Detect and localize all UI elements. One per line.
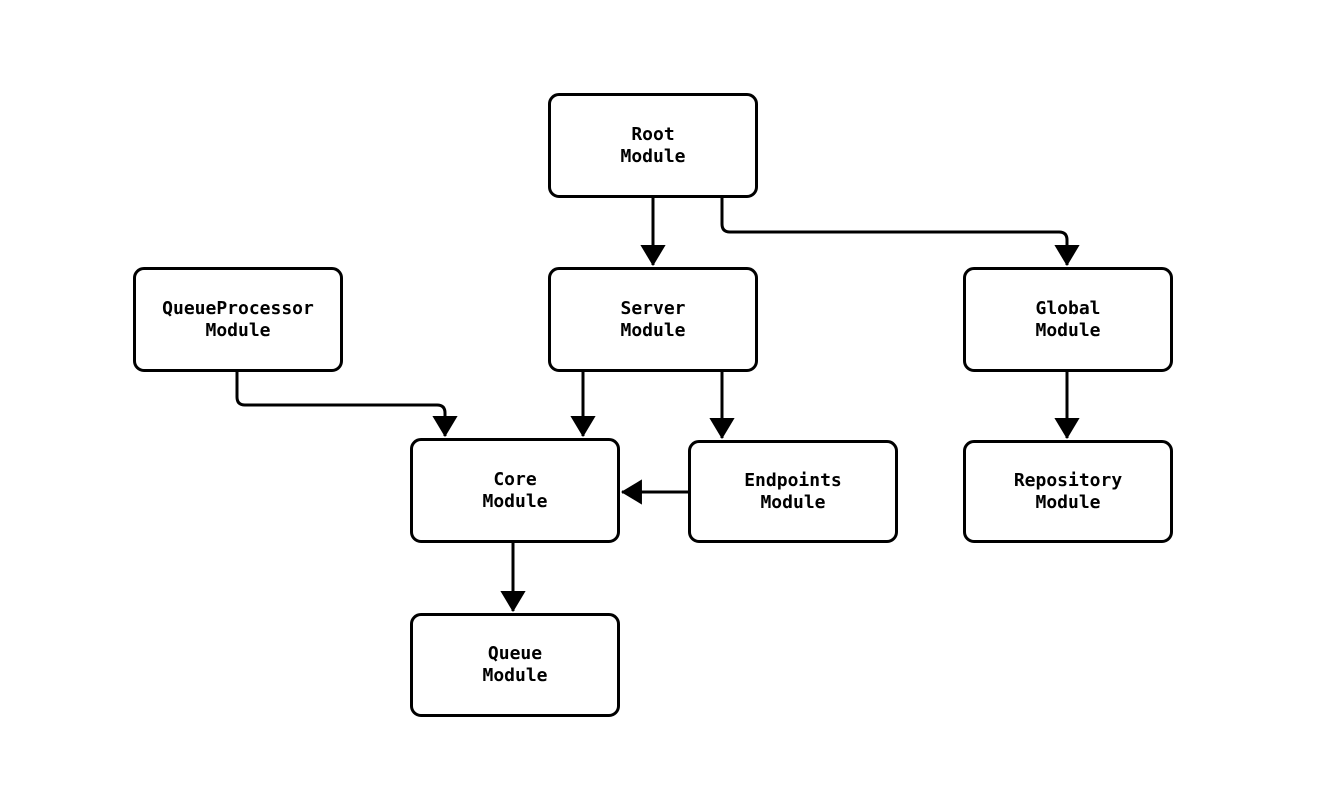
node-global-module-label: Global Module — [1035, 297, 1101, 341]
node-queue-module: Queue Module — [410, 613, 620, 717]
edge-root-to-global — [720, 197, 1080, 267]
node-server-module-label: Server Module — [620, 297, 686, 341]
node-root-module: Root Module — [548, 93, 758, 198]
node-server-module: Server Module — [548, 267, 758, 372]
node-queueprocessor-module-label: QueueProcessor Module — [162, 297, 314, 341]
node-global-module: Global Module — [963, 267, 1173, 372]
edge-queueprocessor-to-core — [235, 371, 458, 438]
node-repository-module-label: Repository Module — [1013, 469, 1123, 513]
node-root-module-label: Root Module — [620, 123, 686, 167]
node-queue-module-label: Queue Module — [482, 643, 548, 686]
node-core-module: Core Module — [410, 438, 620, 543]
node-queueprocessor-module: QueueProcessor Module — [133, 267, 343, 372]
node-endpoints-module-label: Endpoints Module — [744, 469, 842, 513]
node-endpoints-module: Endpoints Module — [688, 440, 898, 543]
node-repository-module: Repository Module — [963, 440, 1173, 543]
node-core-module-label: Core Module — [482, 468, 548, 512]
